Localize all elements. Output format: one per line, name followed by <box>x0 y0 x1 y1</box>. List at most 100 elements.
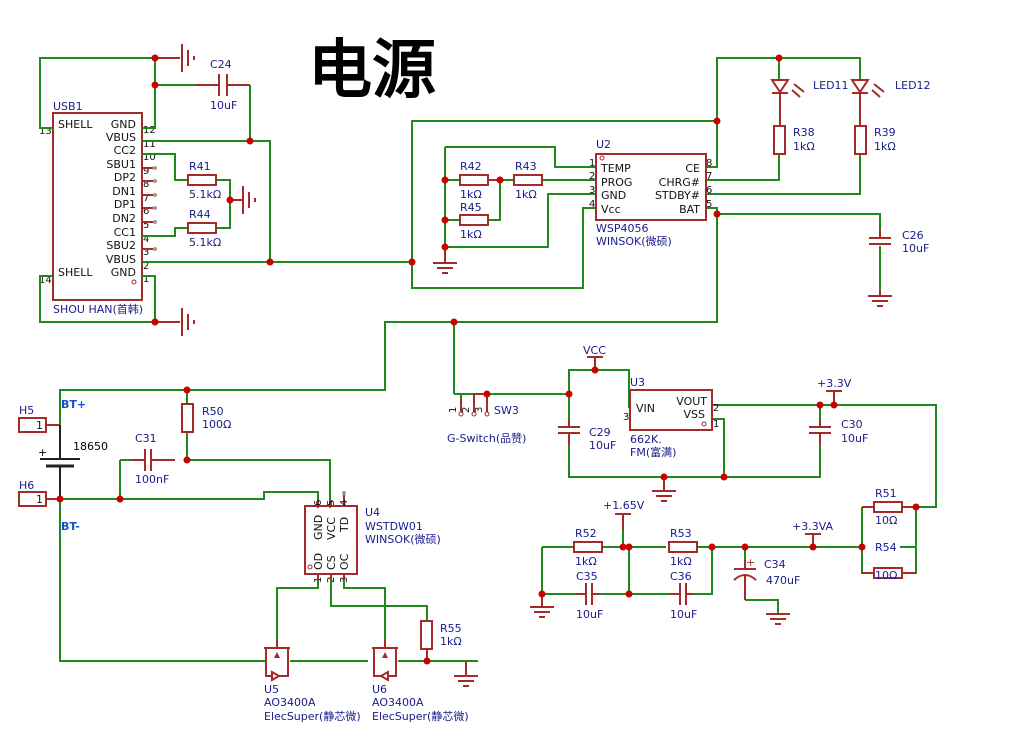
r41-ref: R41 <box>189 160 211 173</box>
u2-num-5: 5 <box>706 199 712 210</box>
r39-ref: R39 <box>874 126 896 139</box>
u4-pin-oc: OC <box>338 553 351 570</box>
resistor-r42[interactable]: R42 1kΩ <box>459 160 489 201</box>
r54-ref: R54 <box>875 541 897 554</box>
power-flag-1v65: +1.65V <box>603 499 645 530</box>
resistor-r41[interactable]: R41 5.1kΩ <box>187 160 221 201</box>
c34-polarity: + <box>746 556 755 569</box>
u4-num-5: 5 <box>326 500 337 506</box>
c31-ref: C31 <box>135 432 157 445</box>
usb1-num-12: 12 <box>143 125 156 136</box>
u2-num-7: 7 <box>706 171 712 182</box>
capacitor-c30[interactable]: C30 10uF <box>809 418 868 445</box>
mosfet-u6[interactable]: U6 AO3400A ElecSuper(静芯微) <box>372 640 469 723</box>
u4-pin-cs: CS <box>325 555 338 570</box>
r42-value: 1kΩ <box>460 188 482 201</box>
resistor-r39[interactable]: R39 1kΩ <box>854 125 896 155</box>
usb1-num-9: 9 <box>143 166 149 177</box>
usb1-pin-cc1: CC1 <box>114 226 136 239</box>
c34-value: 470uF <box>766 574 800 587</box>
u4-num-6: 6 <box>313 500 324 506</box>
u5-ref: U5 <box>264 683 279 696</box>
usb1-num-3: 3 <box>143 247 149 258</box>
connector-h5[interactable]: 1 H5 <box>18 404 60 433</box>
charger-ic-u2[interactable]: U2 TEMP PROG GND Vcc 1 2 3 4 CE CHRG# ST… <box>589 138 712 248</box>
r44-value: 5.1kΩ <box>189 236 221 249</box>
led11-ref: LED11 <box>813 79 849 92</box>
u2-pin-gnd: GND <box>601 189 626 202</box>
resistor-r45[interactable]: R45 1kΩ <box>459 201 489 241</box>
capacitor-c35[interactable]: C35 10uF <box>576 570 603 621</box>
u4-pin-td: TD <box>338 517 351 533</box>
mosfet-u5[interactable]: U5 AO3400A ElecSuper(静芯微) <box>264 640 361 723</box>
resistor-r54[interactable]: R54 10Ω <box>862 541 916 582</box>
usb1-pin-vbus: VBUS <box>106 131 136 144</box>
connector-h6[interactable]: 1 H6 <box>18 479 60 507</box>
u2-num-8: 8 <box>706 158 712 169</box>
r55-value: 1kΩ <box>440 635 462 648</box>
c30-ref: C30 <box>841 418 863 431</box>
capacitor-c26[interactable]: C26 10uF <box>869 229 929 255</box>
c26-ref: C26 <box>902 229 924 242</box>
usb1-pin-gnd2: GND <box>111 266 136 279</box>
regulator-ic-u3[interactable]: U3 VIN 3 VOUT VSS 2 1 662K. FM(富满) <box>623 376 719 459</box>
h6-ref: H6 <box>19 479 34 492</box>
usb1-pin-shell-top: SHELL <box>58 118 93 131</box>
usb1-pin-dp2: DP2 <box>114 171 136 184</box>
u4-pin-vcc: VCC <box>325 517 338 540</box>
capacitor-c31[interactable]: C31 100nF <box>132 432 175 486</box>
ground-symbol <box>433 247 457 274</box>
resistor-r50[interactable]: R50 100Ω <box>181 403 231 433</box>
net-label-3v3a: +3.3VA <box>792 520 834 533</box>
resistor-r44[interactable]: R44 5.1kΩ <box>187 208 221 249</box>
u2-ref: U2 <box>596 138 611 151</box>
resistor-r43[interactable]: R43 1kΩ <box>513 160 543 201</box>
r43-ref: R43 <box>515 160 537 173</box>
usb-connector-usb1[interactable]: USB1 SHELL SHELL 13 14 GND VBUS CC2 SBU1… <box>39 100 157 316</box>
resistor-r52[interactable]: R52 1kΩ <box>573 527 603 568</box>
u4-pin-gnd: GND <box>312 515 325 540</box>
battery-18650[interactable]: + 18650 <box>38 425 108 499</box>
capacitor-c34[interactable]: + C34 470uF <box>733 556 800 600</box>
junction-dots <box>56 54 920 665</box>
c35-ref: C35 <box>576 570 598 583</box>
r51-ref: R51 <box>875 487 897 500</box>
switch-sw3[interactable]: 1 2 3 SW3 G-Switch(品赞) <box>447 393 526 445</box>
u5-part: AO3400A <box>264 696 316 709</box>
usb1-pin-gnd: GND <box>111 118 136 131</box>
u2-num-3: 3 <box>589 185 595 196</box>
led-led11[interactable]: LED11 <box>770 79 849 126</box>
usb1-pin-dn2: DN2 <box>112 212 136 225</box>
r38-value: 1kΩ <box>793 140 815 153</box>
c26-value: 10uF <box>902 242 929 255</box>
ground-symbol <box>868 290 892 307</box>
u2-pin-bat: BAT <box>679 203 700 216</box>
u3-num-3: 3 <box>623 412 629 423</box>
usb1-num-1: 1 <box>143 274 149 285</box>
battery-plus-sign: + <box>38 446 47 459</box>
net-label-bt-plus: BT+ <box>61 398 86 411</box>
ground-symbol <box>454 661 478 687</box>
resistor-r55[interactable]: R55 1kΩ <box>420 620 462 661</box>
net-label-3v3: +3.3V <box>817 377 852 390</box>
r53-value: 1kΩ <box>670 555 692 568</box>
r52-ref: R52 <box>575 527 597 540</box>
r42-ref: R42 <box>460 160 482 173</box>
led-led12[interactable]: LED12 <box>850 79 931 126</box>
c31-value: 100nF <box>135 473 169 486</box>
usb1-pin-14: 14 <box>39 275 52 286</box>
u3-pin-vout: VOUT <box>676 395 707 408</box>
capacitor-c24[interactable]: C24 10uF <box>195 58 250 112</box>
capacitor-c36[interactable]: C36 10uF <box>670 570 697 621</box>
r50-value: 100Ω <box>202 418 231 431</box>
protection-ic-u4[interactable]: GND VCC TD OD CS OC 6 5 4 1 2 3 U4 WSTDW… <box>304 491 441 583</box>
capacitor-c29[interactable]: C29 10uF <box>558 420 616 452</box>
resistor-r38[interactable]: R38 1kΩ <box>773 125 815 155</box>
u2-part: WSP4056 <box>596 222 649 235</box>
r50-ref: R50 <box>202 405 224 418</box>
usb1-num-6: 6 <box>143 206 149 217</box>
u4-pin-od: OD <box>312 553 325 570</box>
resistor-r53[interactable]: R53 1kΩ <box>668 527 698 568</box>
u3-manufacturer: FM(富满) <box>630 445 676 459</box>
resistor-r51[interactable]: R51 10Ω <box>862 487 916 527</box>
